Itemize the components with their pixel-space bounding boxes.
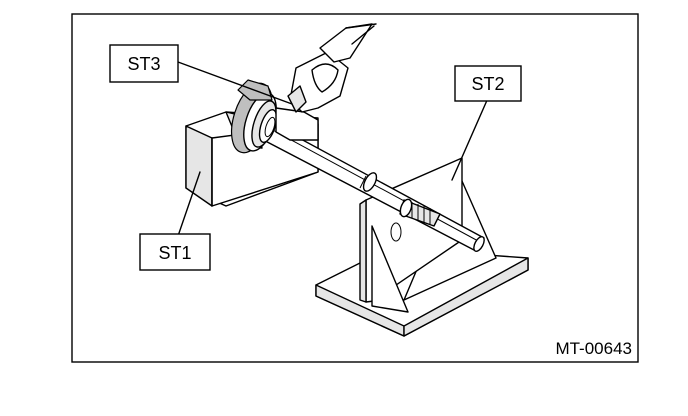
st2-leader — [451, 97, 489, 181]
st3-label: ST3 — [127, 54, 160, 74]
st3-label-box: ST3 — [109, 44, 179, 83]
st1-label: ST1 — [158, 243, 191, 263]
figure-code: MT-00643 — [555, 339, 632, 358]
st3-wrench — [287, 23, 377, 113]
st2-label: ST2 — [471, 74, 504, 94]
drive-shaft — [251, 117, 485, 253]
figure-frame — [71, 13, 639, 363]
st2-label-box: ST2 — [454, 65, 522, 102]
st3-leader — [177, 61, 293, 105]
st1-label-box: ST1 — [139, 233, 211, 271]
st1-leader — [177, 171, 201, 237]
bearing-hub — [230, 79, 319, 154]
